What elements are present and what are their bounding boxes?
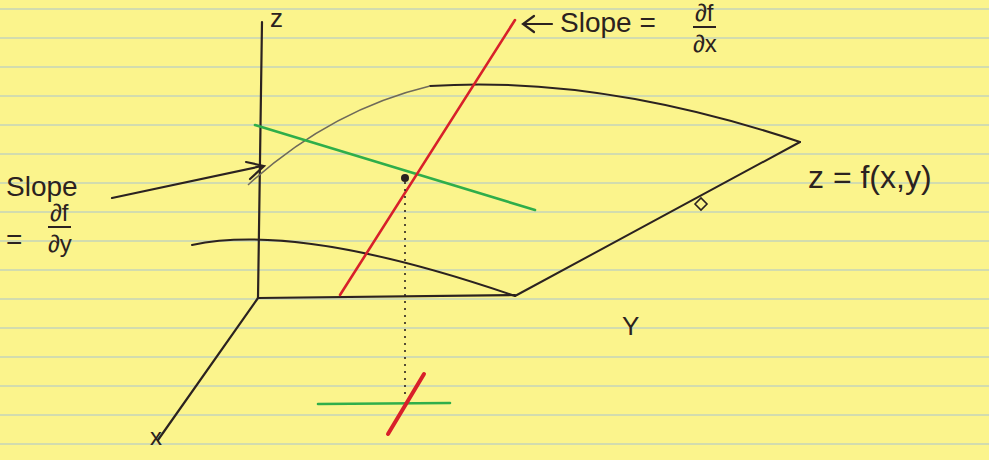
- surface-equation: z = f(x,y): [808, 160, 932, 195]
- y-axis: [258, 295, 515, 298]
- surface-right-edge: [515, 142, 800, 296]
- point-on-surface: [401, 174, 409, 182]
- surface-outline: [192, 84, 800, 296]
- x-axis: [158, 298, 258, 440]
- pointer-arrow: [524, 23, 552, 25]
- z-axis: [258, 22, 262, 298]
- axis-label: z: [270, 4, 283, 33]
- projection-line: [404, 182, 406, 398]
- surface-front-edge: [192, 240, 515, 296]
- projected-red-line: [388, 374, 424, 434]
- arrow-head: [246, 162, 264, 179]
- ruled-lines: [0, 9, 989, 444]
- edge-tick: [695, 198, 707, 210]
- axis-label: Y: [622, 312, 639, 341]
- fraction-numerator: ∂f: [48, 200, 71, 228]
- tangent-line-x: [340, 20, 515, 295]
- fraction-denominator: ∂x: [693, 31, 717, 57]
- pointer-arrows: [112, 16, 552, 198]
- surface-back-edge: [430, 84, 800, 142]
- projected-green-line: [318, 403, 450, 404]
- slope-label: Slope =: [560, 8, 656, 39]
- pointer-arrow: [112, 166, 262, 198]
- tangent-line-y: [255, 125, 535, 210]
- fraction-numerator: ∂f: [693, 0, 716, 28]
- axis-label: x: [150, 424, 162, 450]
- fraction-denominator: ∂y: [48, 231, 72, 257]
- arrow-head: [523, 16, 534, 32]
